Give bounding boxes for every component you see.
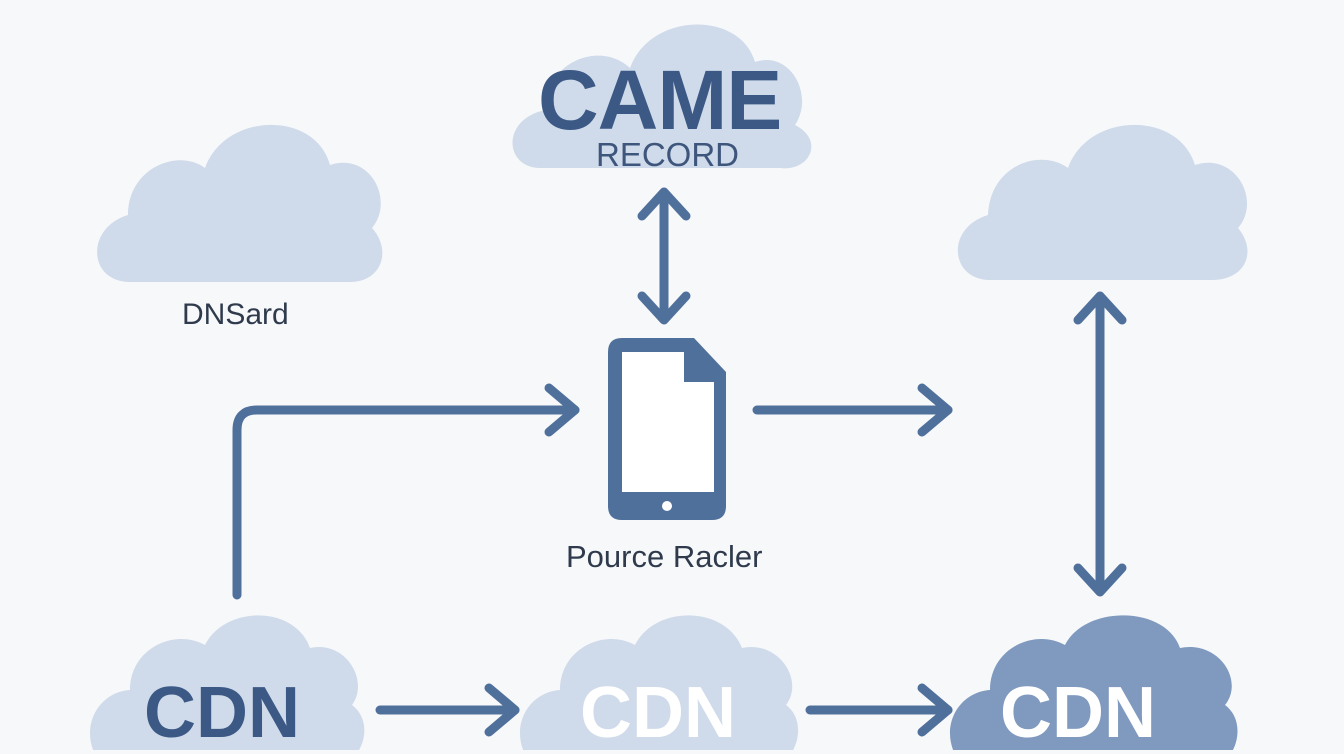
arrow-cdn1-to-device xyxy=(232,405,580,600)
cdn-label-1: CDN xyxy=(144,673,300,753)
arrowhead-right-device xyxy=(544,383,580,437)
source-label: Pource Racler xyxy=(566,539,763,574)
dns-cloud xyxy=(97,124,383,282)
cdn-cloud-3 xyxy=(949,615,1238,750)
device-home-button xyxy=(662,501,672,511)
cname-cloud xyxy=(512,24,812,169)
arrowhead-cdn3 xyxy=(917,683,953,737)
right-cloud xyxy=(957,124,1248,280)
dns-label: DNSard xyxy=(182,298,289,331)
arrowhead-up-cname xyxy=(637,187,691,221)
cdn-label-3: CDN xyxy=(1000,673,1156,753)
connectors xyxy=(232,187,1127,737)
cdn-cloud-1 xyxy=(89,615,365,750)
cname-title: CAME xyxy=(538,53,782,147)
mobile-document-icon xyxy=(608,338,726,520)
cdn-cloud-2 xyxy=(519,615,799,750)
arrowhead-down-cdn3 xyxy=(1073,563,1127,597)
arrowhead-up-right-cloud xyxy=(1073,291,1127,325)
arrowhead-cdn2 xyxy=(484,683,520,737)
cdn-label-2: CDN xyxy=(580,673,736,753)
device-screen xyxy=(622,352,714,492)
arrowhead-right-cloud xyxy=(917,383,953,437)
arrowhead-down-device xyxy=(637,291,691,325)
cname-subtitle: RECORD xyxy=(596,136,740,173)
